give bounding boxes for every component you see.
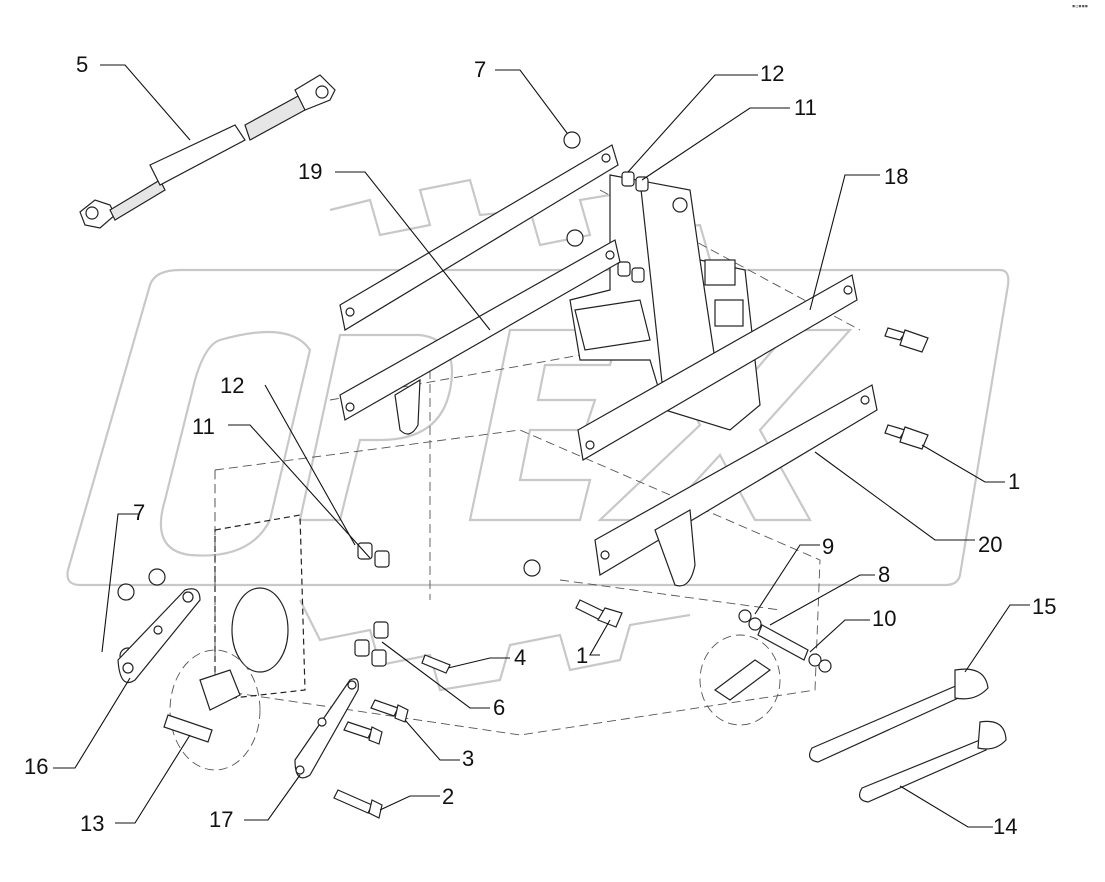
leader-lines xyxy=(53,64,1030,828)
part-13-pin xyxy=(163,714,213,743)
part-4-6-hardware xyxy=(354,621,451,674)
callout-1-lower: 1 xyxy=(576,643,589,668)
part-11-12-bushes xyxy=(357,171,649,568)
callout-12-mid: 12 xyxy=(220,373,245,398)
callout-18: 18 xyxy=(884,164,909,189)
callout-20: 20 xyxy=(978,532,1003,557)
callout-4: 4 xyxy=(514,645,527,670)
callout-11-top: 11 xyxy=(794,95,817,120)
callout-10: 10 xyxy=(872,606,897,631)
callout-2: 2 xyxy=(442,784,455,809)
callout-12-top: 12 xyxy=(760,61,785,86)
part-16-link xyxy=(117,588,201,684)
part-20-strap xyxy=(594,384,878,587)
part-19-upper-strap xyxy=(339,144,619,331)
part-14-15-wrenches xyxy=(808,668,1007,803)
part-17-link xyxy=(294,678,359,779)
callout-9: 9 xyxy=(822,534,835,559)
corner-mark: ▪▫▪▪▪ xyxy=(1072,1,1088,11)
callout-6: 6 xyxy=(493,695,506,720)
callout-15: 15 xyxy=(1032,594,1057,619)
part-2-3-bolts xyxy=(333,699,409,819)
lower-plate xyxy=(169,514,306,771)
callout-11-mid: 11 xyxy=(192,414,215,439)
callout-7-top: 7 xyxy=(474,57,487,82)
part-5-top-link xyxy=(79,74,336,229)
callout-3: 3 xyxy=(462,746,475,771)
part-19-lower-strap xyxy=(339,239,621,435)
callout-1-right: 1 xyxy=(1008,469,1021,494)
callout-16: 16 xyxy=(24,754,49,779)
callout-7-left: 7 xyxy=(133,500,146,525)
part-1-bolts xyxy=(575,327,929,628)
part-18-strap xyxy=(577,274,858,461)
callout-8: 8 xyxy=(878,562,891,587)
callout-19: 19 xyxy=(298,159,323,184)
part-8-9-10-pin-set xyxy=(699,609,832,726)
callout-17: 17 xyxy=(209,807,234,832)
callout-14: 14 xyxy=(993,814,1018,839)
callout-5: 5 xyxy=(76,52,89,77)
callout-13: 13 xyxy=(80,811,105,836)
